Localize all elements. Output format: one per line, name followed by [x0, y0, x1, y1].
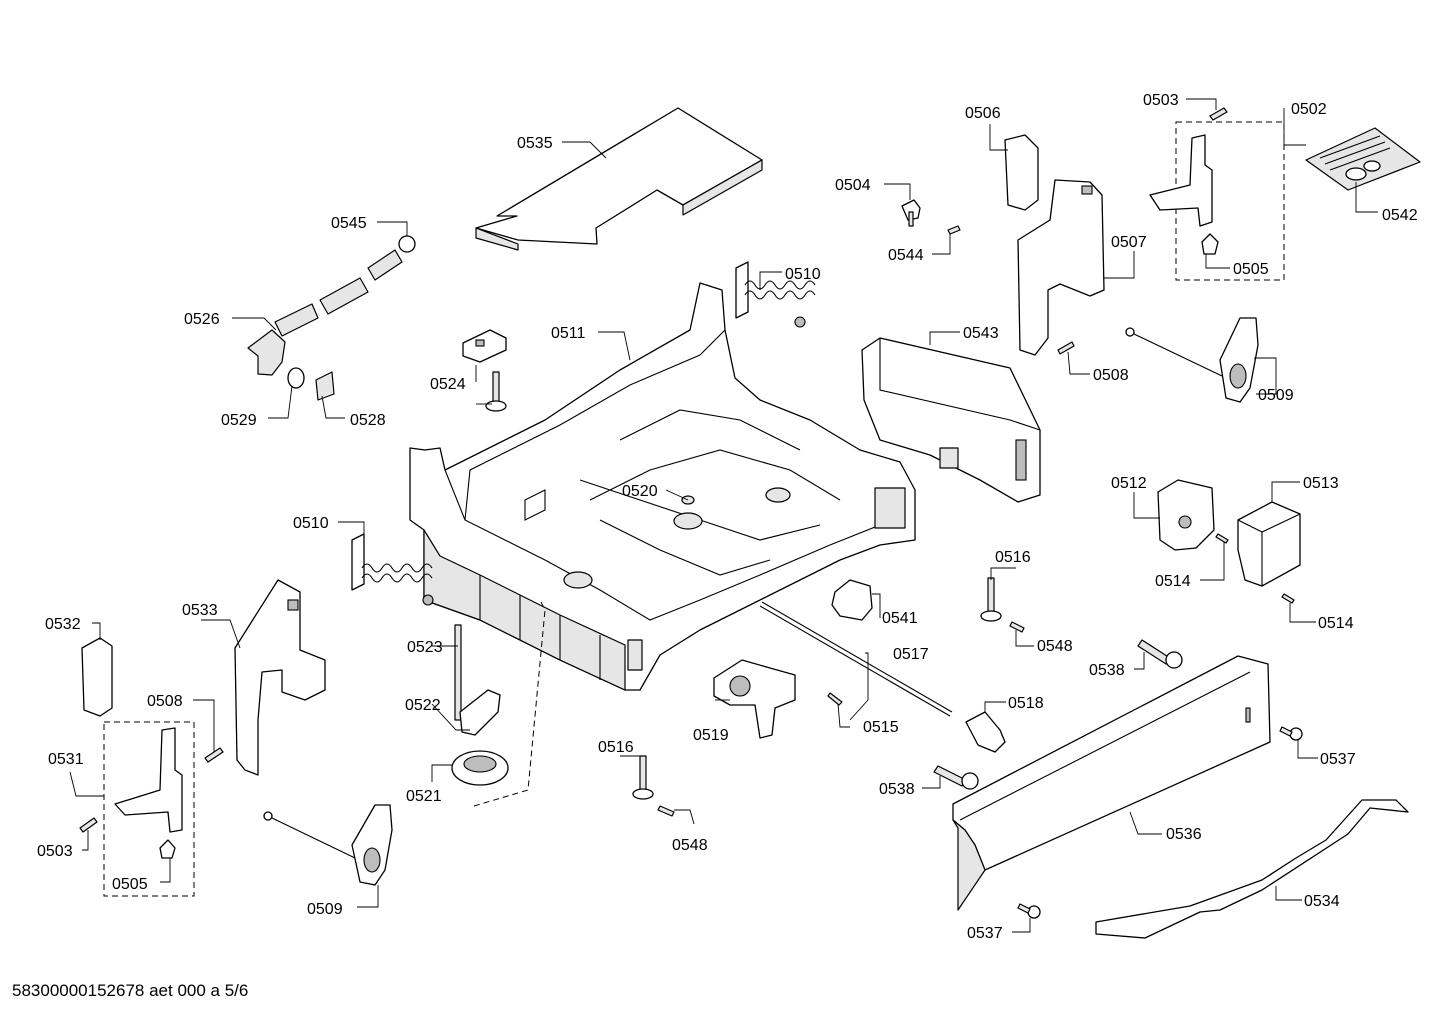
callout-label: 0504	[835, 177, 871, 194]
callout-label: 0508	[147, 693, 183, 710]
callout-label: 0535	[517, 135, 553, 152]
callout-label: 0505	[112, 876, 148, 893]
callout-label: 0537	[1320, 751, 1356, 768]
callout-label: 0517	[893, 646, 929, 663]
part-block-0541	[831, 579, 873, 621]
callout-label: 0512	[1111, 475, 1147, 492]
part-bracket-kit-left	[79, 721, 195, 897]
callout-label: 0538	[1089, 662, 1125, 679]
callout-label: 0516	[995, 549, 1031, 566]
part-screw-0537-b	[1017, 903, 1041, 919]
part-switch-0504	[901, 199, 921, 227]
part-hose	[247, 235, 416, 401]
callout-label: 0521	[406, 788, 442, 805]
callout-label: 0516	[598, 739, 634, 756]
part-valve	[713, 659, 796, 739]
part-screw-0514-b	[1281, 593, 1295, 604]
callout-label: 0505	[1233, 261, 1269, 278]
part-screw-0548-a	[657, 805, 675, 817]
callout-label: 0509	[1258, 387, 1294, 404]
callout-label: 0536	[1166, 826, 1202, 843]
callout-label: 0509	[307, 901, 343, 918]
callout-label: 0510	[293, 515, 329, 532]
callout-label: 0534	[1304, 893, 1340, 910]
part-cover-0506	[1004, 134, 1039, 211]
part-bracket-left	[234, 579, 326, 776]
part-bracket-0507	[1017, 179, 1105, 356]
callout-label: 0524	[430, 376, 466, 393]
callout-label: 0508	[1093, 367, 1129, 384]
part-cover-plate	[475, 107, 763, 251]
part-screw-left	[204, 747, 224, 763]
callout-label: 0510	[785, 266, 821, 283]
part-pump-group	[451, 624, 509, 786]
callout-label: 0503	[1143, 92, 1179, 109]
callout-label: 0511	[551, 325, 586, 342]
part-flow-sensor-left	[263, 804, 393, 886]
part-flow-sensor-right	[1125, 317, 1259, 403]
callout-label: 0543	[963, 325, 999, 342]
callout-label: 0548	[1037, 638, 1073, 655]
part-bracket-kit-right	[1149, 107, 1285, 281]
callout-label: 0531	[48, 751, 84, 768]
callout-label: 0518	[1008, 695, 1044, 712]
part-bottom-plate	[1095, 799, 1409, 939]
callout-label: 0503	[37, 843, 73, 860]
callout-label: 0528	[350, 412, 386, 429]
callout-label: 0514	[1318, 615, 1354, 632]
callout-label: 0533	[182, 602, 218, 619]
callout-label: 0515	[863, 719, 899, 736]
part-spring-lower	[351, 533, 434, 606]
part-base-tub	[409, 282, 916, 691]
part-screw-0514-a	[1215, 533, 1229, 544]
callout-label: 0526	[184, 311, 220, 328]
callout-label: 0519	[693, 727, 729, 744]
callout-label: 0514	[1155, 573, 1191, 590]
callout-label: 0522	[405, 697, 441, 714]
callout-label: 0538	[879, 781, 915, 798]
part-spring-upper	[735, 261, 816, 328]
part-bolt-0538-b	[933, 765, 979, 790]
part-screw-0516-a	[632, 755, 654, 800]
part-cap-left	[81, 637, 113, 717]
part-cap-0518	[965, 711, 1006, 753]
callout-labels: 0535 0545 0526 0529 0528 0524 0511 0510 …	[37, 92, 1418, 942]
drawing-reference-number: 58300000152678 aet 000 a 5/6	[12, 981, 249, 1000]
part-screw-0516-b	[980, 577, 1002, 622]
callout-label: 0506	[965, 105, 1001, 122]
part-block-and-screw	[462, 329, 507, 412]
part-screw-0544	[947, 225, 961, 235]
callout-label: 0544	[888, 247, 924, 264]
part-cover-0513	[1237, 501, 1301, 587]
part-front-panel	[952, 655, 1271, 911]
part-screw-0515	[827, 692, 843, 706]
part-screw-pack	[1305, 127, 1421, 191]
part-screw-0508-upper	[1057, 341, 1075, 355]
part-rod	[759, 601, 953, 717]
callout-label: 0537	[967, 925, 1003, 942]
callout-label: 0532	[45, 616, 81, 633]
callout-label: 0545	[331, 215, 367, 232]
callout-label: 0507	[1111, 234, 1147, 251]
callout-label: 0541	[882, 610, 918, 627]
callout-label: 0513	[1303, 475, 1339, 492]
part-bolt-0538-a	[1137, 639, 1183, 669]
callout-label: 0520	[622, 483, 658, 500]
callout-label: 0542	[1382, 207, 1418, 224]
part-bracket-0512	[1157, 479, 1215, 551]
callout-label: 0548	[672, 837, 708, 854]
callout-label: 0523	[407, 639, 443, 656]
part-screw-0548-b	[1009, 621, 1025, 633]
part-controller-housing	[861, 337, 1041, 503]
callout-label: 0502	[1291, 101, 1327, 118]
part-screw-0537-a	[1279, 726, 1303, 741]
leader-lines	[69, 98, 1378, 933]
callout-label: 0529	[221, 412, 257, 429]
